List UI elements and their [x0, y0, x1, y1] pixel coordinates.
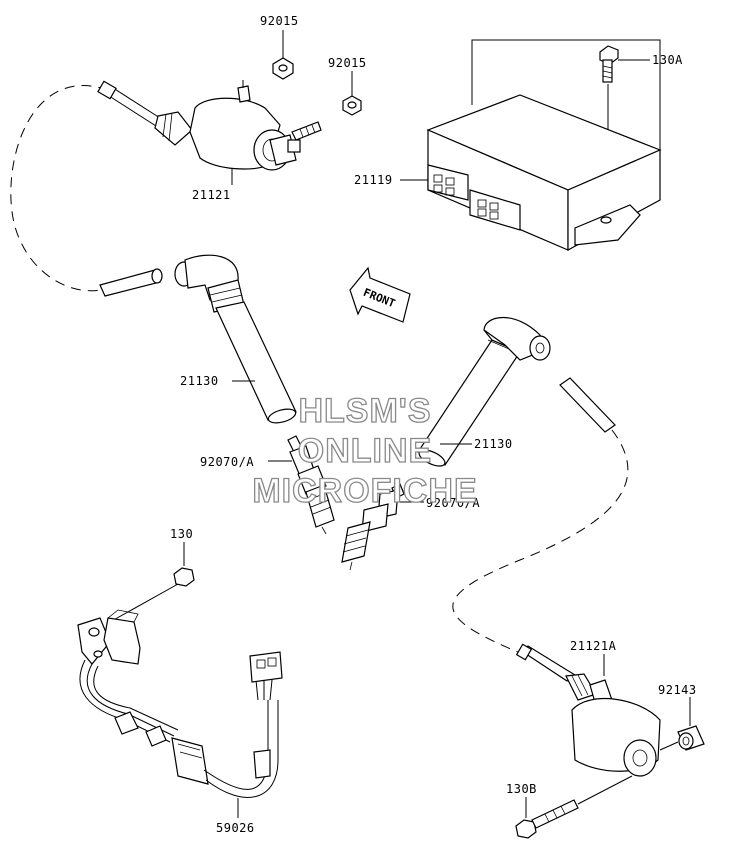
- ht-lead-right: [452, 377, 629, 656]
- ignitor-unit-21119[interactable]: [400, 39, 662, 252]
- spark-plug-right[interactable]: [341, 483, 424, 571]
- label-130a: 130A: [652, 53, 683, 67]
- front-direction-marker: FRONT: [349, 266, 411, 323]
- collar-leader: [659, 741, 679, 751]
- watermark-line-1: HLSM'S: [298, 392, 431, 430]
- label-130b: 130B: [506, 782, 537, 796]
- label-92070a-left: 92070/A: [200, 455, 254, 469]
- label-21130-right: 21130: [474, 437, 513, 451]
- label-21121a: 21121A: [570, 639, 617, 653]
- watermark-line-3: MICROFICHE: [252, 472, 477, 510]
- label-21119: 21119: [354, 173, 393, 187]
- collar-92143[interactable]: [677, 697, 705, 751]
- ignition-coil-21121a[interactable]: [515, 643, 661, 777]
- label-21130-left: 21130: [180, 374, 219, 388]
- nut-92015-upper[interactable]: [272, 30, 294, 80]
- label-92143: 92143: [658, 683, 697, 697]
- ignition-coil-21121[interactable]: [10, 80, 322, 292]
- label-92070a-right: 92070/A: [426, 496, 480, 510]
- wiring-harness-59026[interactable]: [77, 609, 283, 818]
- plug-cap-21130-right[interactable]: [417, 317, 551, 470]
- label-130: 130: [170, 527, 193, 541]
- label-59026: 59026: [216, 821, 255, 835]
- watermark-line-2: ONLINE: [298, 432, 432, 470]
- bolt-130b[interactable]: [515, 775, 633, 839]
- plug-cap-21130-left[interactable]: [99, 254, 297, 425]
- label-21121: 21121: [192, 188, 231, 202]
- watermark: HLSM'S ONLINE MICROFICHE: [252, 391, 478, 510]
- nut-92015-lower[interactable]: [342, 71, 362, 116]
- label-92015-lower: 92015: [328, 56, 367, 70]
- spark-plug-left[interactable]: [268, 435, 335, 535]
- bolt-130[interactable]: [109, 542, 195, 623]
- label-92015-upper: 92015: [260, 14, 299, 28]
